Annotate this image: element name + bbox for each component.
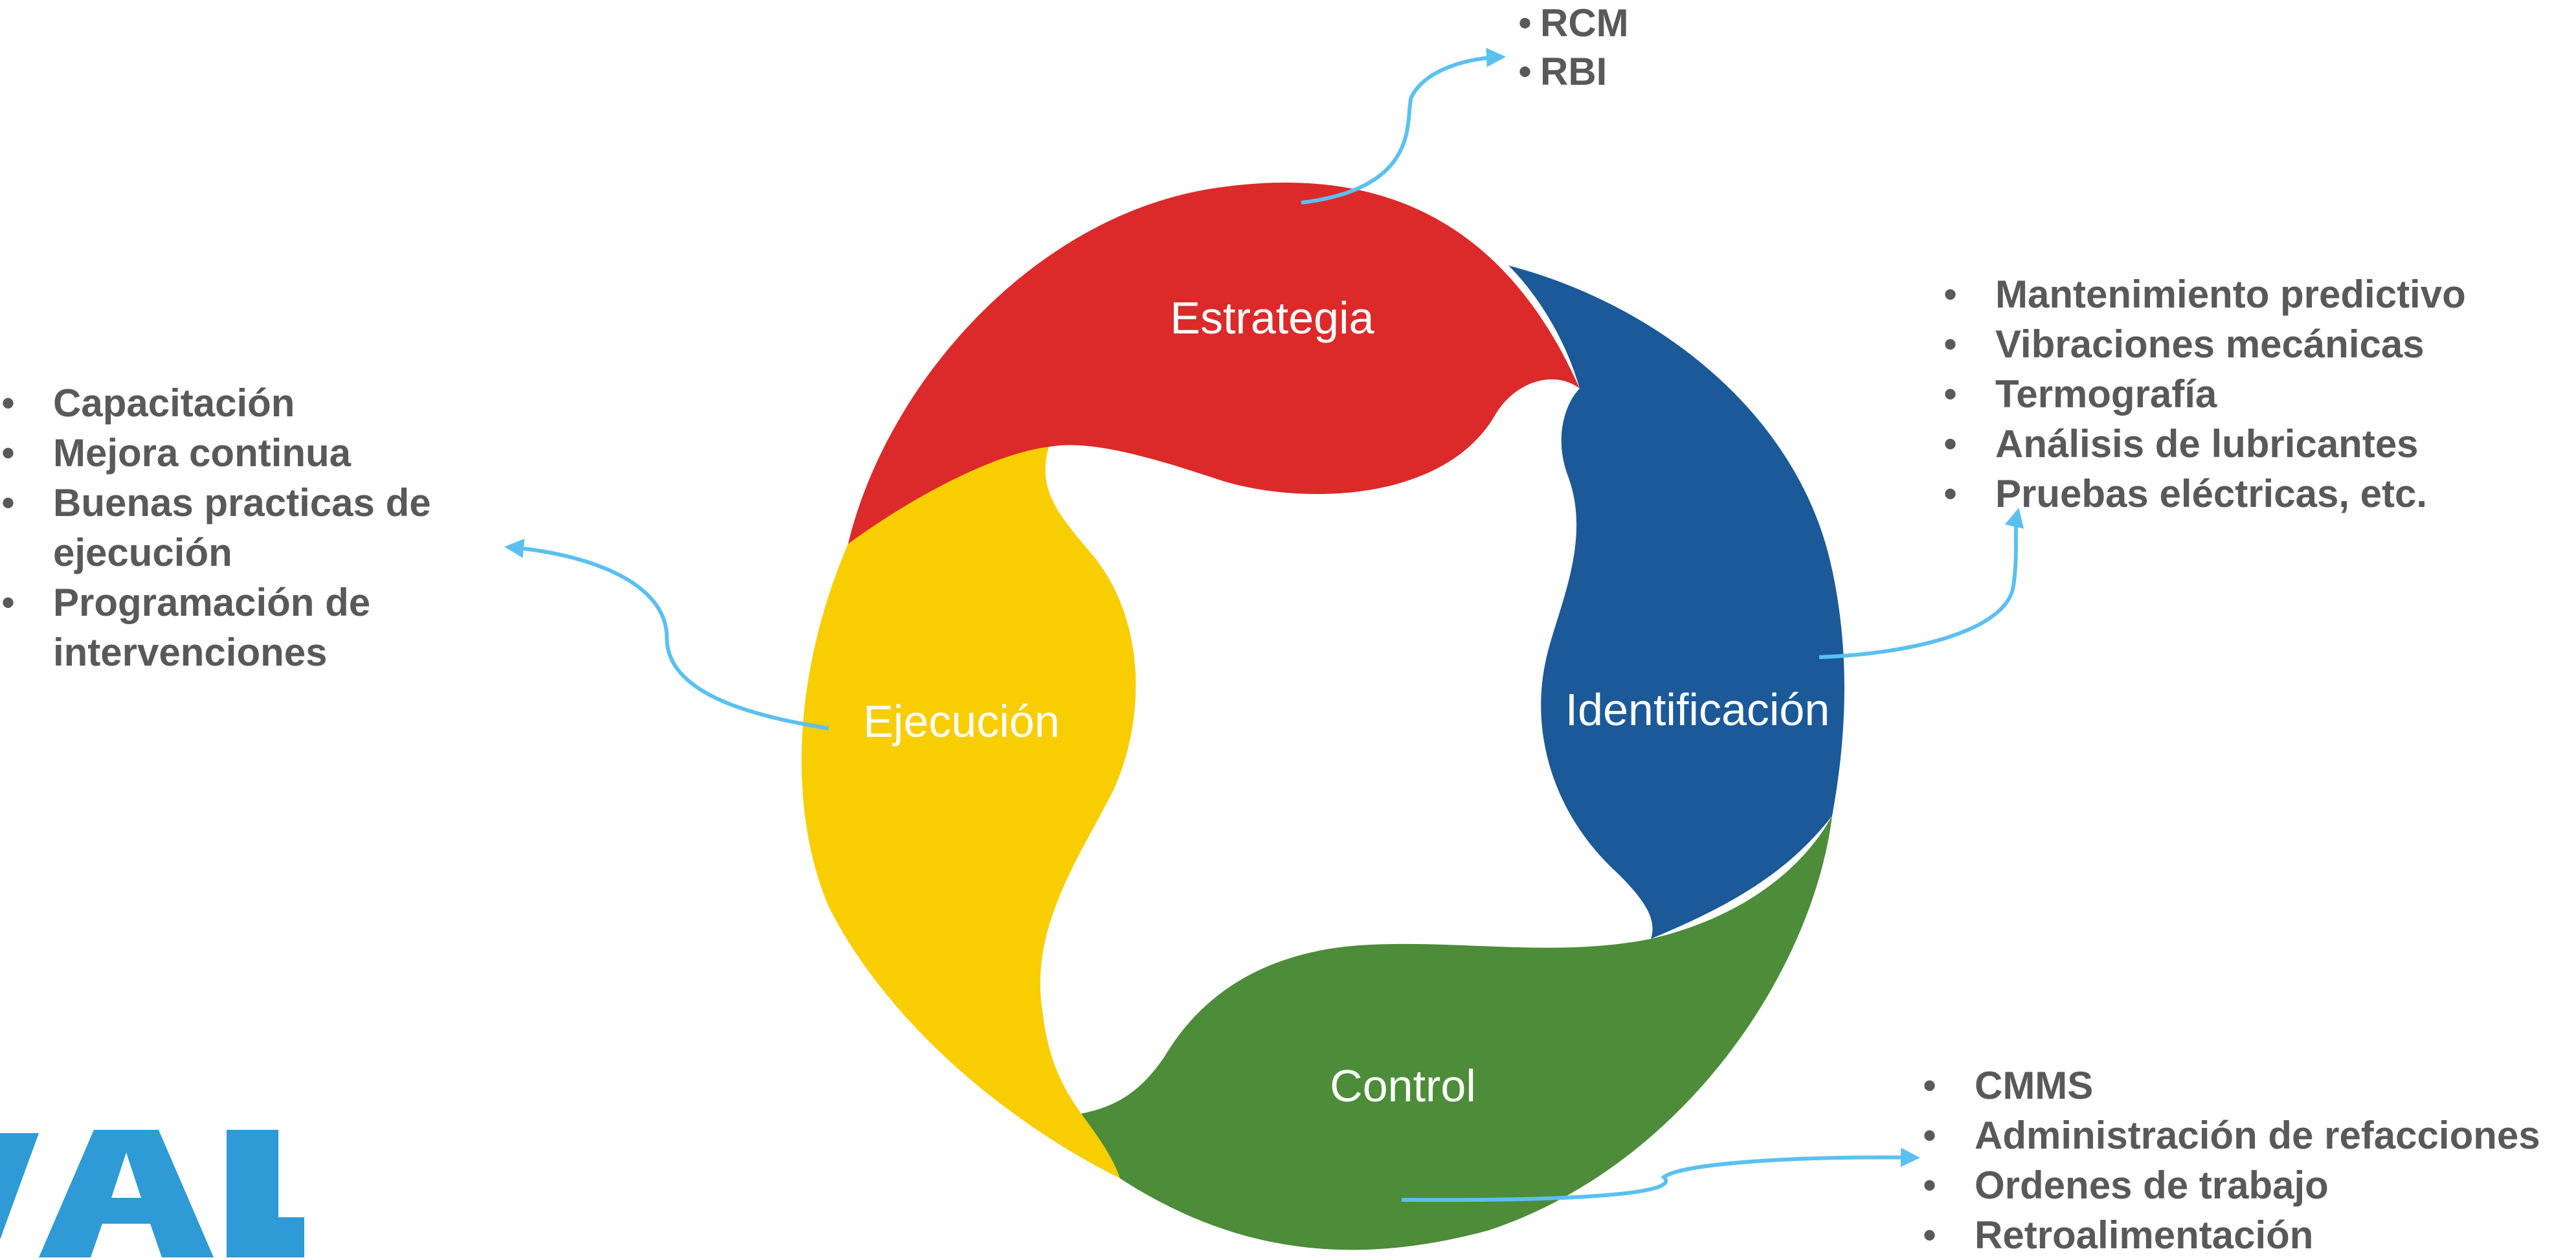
- list-item: Termografía: [1943, 369, 2466, 419]
- logo-v-fragment: [0, 1133, 39, 1257]
- control-callout-list: CMMS Administración de refacciones Orden…: [1923, 1061, 2540, 1260]
- list-item: Administración de refacciones: [1923, 1110, 2540, 1160]
- identificacion-connector: [1819, 508, 2024, 659]
- estrategia-label: Estrategia: [1170, 293, 1374, 343]
- control-segment: [1081, 816, 1832, 1250]
- ejecucion-callout-list: Capacitación Mejora continua Buenas prac…: [1, 378, 467, 677]
- list-item: Ordenes de trabajo: [1923, 1160, 2540, 1210]
- estrategia-connector: [1301, 47, 1506, 205]
- company-logo: [0, 1130, 304, 1257]
- ejecucion-segment: [801, 447, 1136, 1178]
- list-item: Pruebas eléctricas, etc.: [1943, 469, 2466, 519]
- list-item: CMMS: [1923, 1061, 2540, 1110]
- identificacion-segment: [1508, 265, 1844, 939]
- list-item: Análisis de lubricantes: [1943, 419, 2466, 469]
- list-item: Mejora continua: [1, 428, 467, 478]
- list-item: Mantenimiento predictivo: [1943, 269, 2466, 319]
- estrategia-callout-list: RCM RBI: [1518, 0, 1629, 96]
- list-item: Programación de intervenciones: [1, 578, 467, 677]
- list-item: Buenas practicas de ejecución: [1, 478, 467, 578]
- cycle-ring: [801, 182, 1844, 1250]
- logo-l-shape: [227, 1130, 304, 1257]
- list-item: RCM: [1518, 0, 1629, 47]
- list-item: Capacitación: [1, 378, 467, 428]
- identificacion-label: Identificación: [1565, 684, 1830, 735]
- ejecucion-connector: [504, 538, 829, 730]
- list-item: Retroalimentación: [1923, 1210, 2540, 1260]
- control-connector: [1401, 1147, 1920, 1202]
- list-item: Vibraciones mecánicas: [1943, 319, 2466, 369]
- list-item: RBI: [1518, 47, 1629, 96]
- identificacion-callout-list: Mantenimiento predictivo Vibraciones mec…: [1943, 269, 2466, 519]
- control-label: Control: [1330, 1061, 1476, 1111]
- connectors: [504, 47, 2024, 1202]
- ejecucion-label: Ejecución: [863, 696, 1060, 747]
- logo-a-shape: [39, 1130, 214, 1257]
